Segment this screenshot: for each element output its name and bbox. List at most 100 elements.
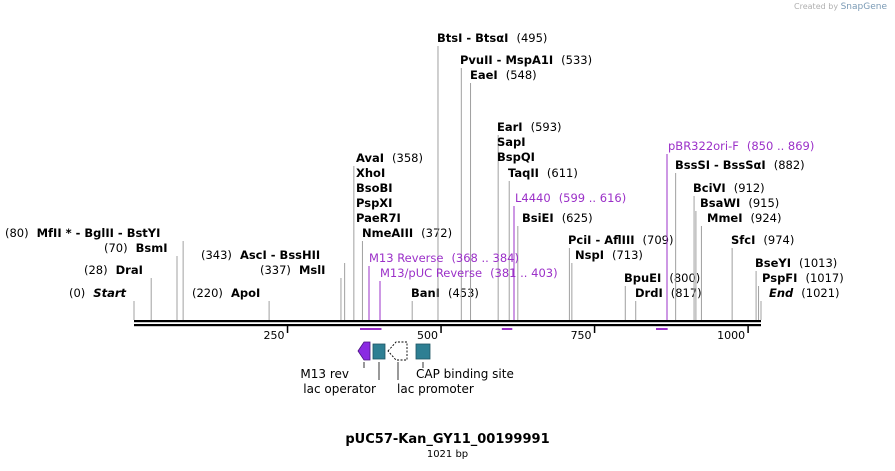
site-label: (70)BsmI: [104, 241, 167, 255]
site-enzyme: BseYI: [755, 256, 791, 270]
site-enzyme: DrdI: [635, 286, 663, 300]
site-label: SapI: [497, 135, 526, 149]
site-enzyme: EaeI: [470, 68, 498, 82]
site-position: (495): [516, 31, 547, 45]
site-position: (882): [774, 158, 805, 172]
site-enzyme: SfcI: [731, 233, 755, 247]
site-enzyme: PvuII - MspA1I: [460, 53, 553, 67]
site-label: TaqII (611): [508, 166, 578, 180]
primer-name: pBR322ori-F: [668, 139, 739, 153]
site-position: (924): [751, 211, 782, 225]
site-label: XhoI: [356, 166, 385, 180]
site-enzyme: End: [769, 286, 794, 300]
site-enzyme: BanI: [411, 286, 440, 300]
site-enzyme: SapI: [497, 135, 526, 149]
tick-label: 750: [571, 329, 592, 342]
site-enzyme: BsoBI: [356, 181, 393, 195]
site-label: PaeR7I: [356, 211, 401, 225]
site-position: (80): [5, 226, 29, 240]
site-label: EaeI (548): [470, 68, 537, 82]
site-label: End (1021): [769, 286, 840, 300]
site-enzyme: MfII * - BglII - BstYI: [37, 226, 161, 240]
site-position: (1017): [805, 271, 843, 285]
site-label: PvuII - MspA1I (533): [460, 53, 592, 67]
site-label: BspQI: [497, 150, 535, 164]
site-position: (28): [84, 263, 108, 277]
feature-m13-rev-arrow: [357, 341, 371, 361]
site-enzyme: DraI: [116, 263, 143, 277]
site-position: (0): [69, 286, 85, 300]
site-label: MmeI (924): [707, 211, 781, 225]
site-enzyme: MslI: [299, 263, 326, 277]
tick-label: 1000: [717, 329, 745, 342]
site-position: (800): [669, 271, 700, 285]
primer-name: M13/pUC Reverse: [380, 266, 482, 280]
snapgene-logo: SnapGene: [840, 2, 887, 12]
site-position: (372): [421, 226, 452, 240]
site-enzyme: BsaWI: [700, 196, 740, 210]
site-enzyme: MmeI: [707, 211, 743, 225]
site-label: BpuEI (800): [624, 271, 700, 285]
site-label: BciVI(912): [693, 181, 765, 195]
tick-label: 500: [417, 329, 438, 342]
primer-range: (599 .. 616): [559, 191, 627, 205]
credit-prefix: Created by: [794, 2, 839, 11]
feature-lac-operator-box: [372, 343, 386, 360]
primer-name: M13 Reverse: [369, 251, 443, 265]
site-label: (220)ApoI: [192, 286, 260, 300]
site-label: DrdI(817): [635, 286, 702, 300]
feature-label: lac promoter: [397, 382, 474, 396]
credit-watermark: Created by SnapGene: [794, 2, 887, 12]
site-position: (625): [562, 211, 593, 225]
site-position: (453): [448, 286, 479, 300]
site-label: BsaWI(915): [700, 196, 779, 210]
site-enzyme: AvaI: [356, 151, 384, 165]
site-enzyme: AscI - BssHII: [240, 248, 320, 262]
feature-label: M13 rev: [300, 367, 349, 381]
site-position: (1013): [799, 256, 837, 270]
primer-range: (381 .. 403): [490, 266, 558, 280]
site-enzyme: PspFI: [762, 271, 797, 285]
site-enzyme: ApoI: [231, 286, 260, 300]
site-position: (1021): [801, 286, 839, 300]
primer-label: pBR322ori-F (850 .. 869): [668, 139, 814, 153]
site-label: NspI(713): [575, 248, 643, 262]
site-enzyme: Start: [93, 286, 126, 300]
feature-lac-promoter-arrow: [387, 341, 408, 361]
primer-range: (850 .. 869): [747, 139, 815, 153]
primer-label: L4440(599 .. 616): [515, 191, 626, 205]
site-label: BssSI - BssSαI(882): [675, 158, 805, 172]
site-enzyme: EarI: [497, 120, 523, 134]
site-label: AvaI (358): [356, 151, 423, 165]
site-position: (912): [734, 181, 765, 195]
site-position: (358): [392, 151, 423, 165]
site-label: (343) AscI - BssHII: [201, 248, 320, 262]
site-label: BtsI - BtsαI(495): [437, 31, 547, 45]
backbone-bottom-strand: [134, 324, 761, 327]
site-position: (337): [260, 263, 291, 277]
site-position: (709): [643, 233, 674, 247]
site-label: BsoBI: [356, 181, 393, 195]
site-position: (713): [612, 248, 643, 262]
site-enzyme: NmeAIII: [362, 226, 413, 240]
site-position: (533): [561, 53, 592, 67]
site-enzyme: TaqII: [508, 166, 539, 180]
site-enzyme: PaeR7I: [356, 211, 401, 225]
site-enzyme: PciI - AflIII: [568, 233, 635, 247]
site-enzyme: XhoI: [356, 166, 385, 180]
site-label: NmeAIII (372): [362, 226, 452, 240]
primer-label: M13 Reverse(368 .. 384): [369, 251, 519, 265]
site-position: (974): [763, 233, 794, 247]
site-position: (611): [547, 166, 578, 180]
site-position: (343): [201, 248, 232, 262]
site-enzyme: BsiEI: [522, 211, 554, 225]
site-label: (80) MfII * - BglII - BstYI: [5, 226, 160, 240]
site-enzyme: BsmI: [136, 241, 168, 255]
site-position: (548): [506, 68, 537, 82]
site-label: PspXI: [356, 196, 392, 210]
site-enzyme: BpuEI: [624, 271, 661, 285]
site-label: EarI(593): [497, 120, 562, 134]
site-label: BseYI (1013): [755, 256, 837, 270]
site-label: (337) MslI: [260, 263, 325, 277]
map-length: 1021 bp: [426, 449, 469, 460]
